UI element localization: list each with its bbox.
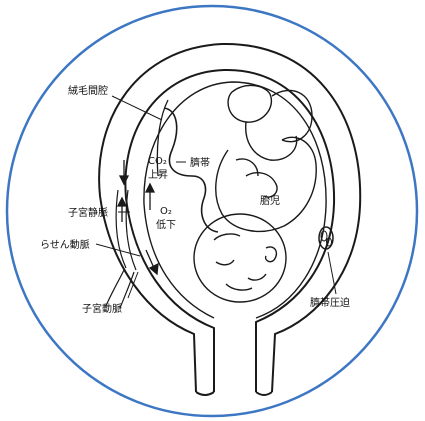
label-intervillous-space: 絨毛間腔 <box>68 84 108 97</box>
label-umbilical-cord: 臍帯 <box>190 156 210 169</box>
label-uterine-vein: 子宮静脈 <box>68 206 108 219</box>
label-co2: CO₂ <box>148 156 167 167</box>
label-co2-rise: 上昇 <box>148 169 168 181</box>
label-o2: O₂ <box>160 206 172 217</box>
label-cord-compression: 臍帯圧迫 <box>310 296 350 309</box>
label-o2-drop: 低下 <box>156 218 176 231</box>
label-spiral-artery: らせん動脈 <box>40 238 90 251</box>
label-fetus: 胎児 <box>260 194 280 207</box>
label-uterine-artery: 子宮動脈 <box>82 302 122 315</box>
